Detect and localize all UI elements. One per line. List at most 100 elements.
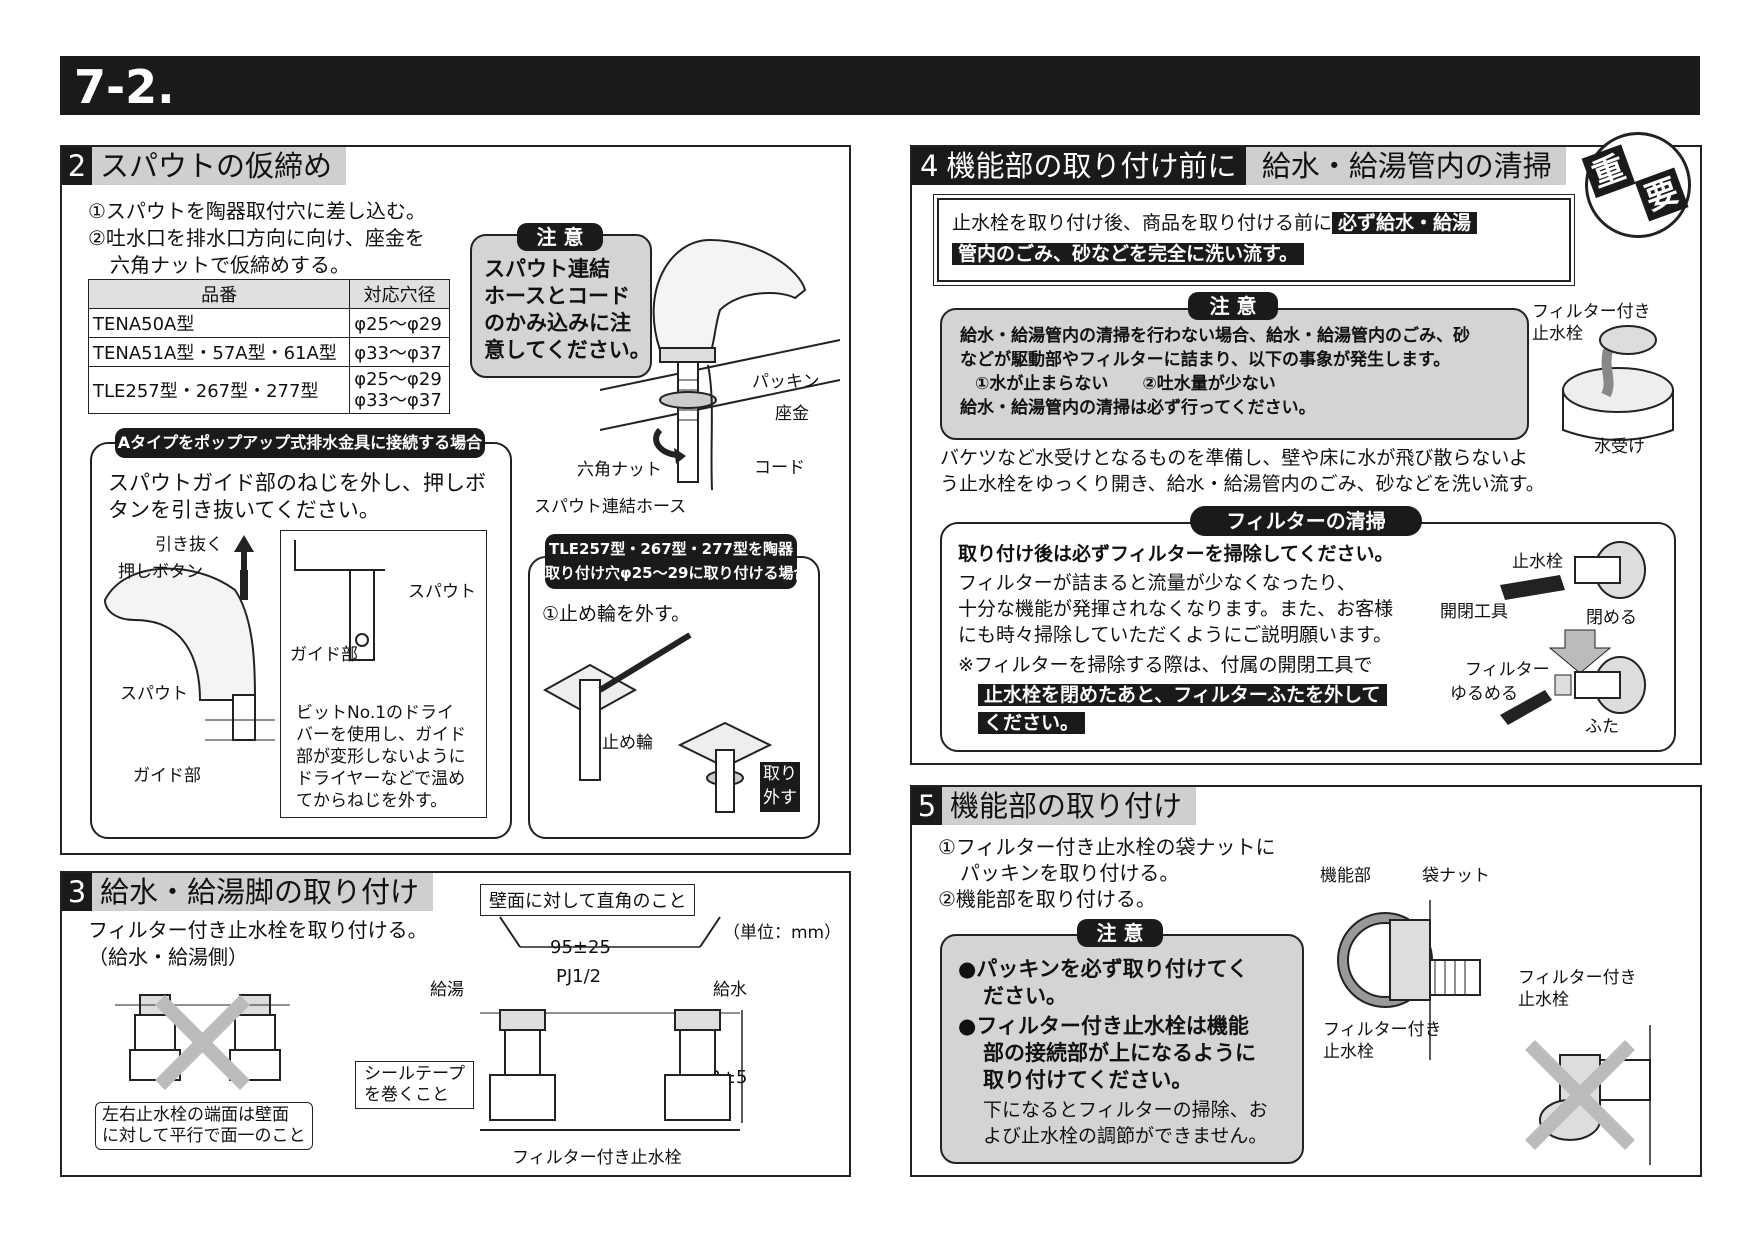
table-header: 対応穴径 [349,279,450,309]
seal-tape-note: シールテープ を巻くこと [355,1061,474,1109]
section-4-number: 4 [912,147,947,185]
tle-title-line: 取り付け穴φ25～29に取り付ける場合 [545,564,809,582]
label-fv-b2: 止水栓 [1518,990,1569,1010]
label-loosen: ゆるめる [1450,684,1518,704]
label-packing: パッキン [752,372,820,392]
important-highlight: 必ず給水・給湯 [1332,212,1478,234]
label-hot: 給湯 [430,980,464,1000]
filter-line: にも時々掃除していただくようにご説明願います。 [958,624,1393,646]
table-cell: TENA50A型 [87,308,351,338]
s2-caution-label: 注 意 [517,223,603,251]
filter-bold: 取り付け後は必ずフィルターを掃除してください。 [958,543,1394,565]
atype-note-line: 部が変形しないように [296,747,466,767]
s2-caution-line: 意してください。 [484,338,651,362]
s5-caution-line: 取り付けてください。 [983,1068,1193,1092]
table-cell: φ25～φ29 [349,308,450,338]
s5-caution-line: ●パッキンを必ず取り付けてく [958,957,1249,981]
table-cell: TENA51A型・57A型・61A型 [87,337,351,367]
atype-note-line: てからねじを外す。 [296,791,448,811]
s5-caution-line: ●フィルター付き止水栓は機能 [958,1014,1249,1038]
filter-highlight: 止水栓を閉めたあと、フィルターふたを外して [978,684,1387,706]
section-2-title-text: スパウトの仮締め [100,149,333,183]
table-cell: φ25～φ29 φ33～φ37 [349,366,450,414]
filter-highlight: ください。 [978,712,1086,734]
s4-caution-label: 注 意 [1188,292,1278,320]
filter-highlight-1: 止水栓を閉めたあと、フィルターふたを外して [978,682,1387,709]
label-filter-valve-1a: フィルター付き [1532,302,1651,322]
important-notice-a: 止水栓を取り付け後、商品を取り付ける前に必ず給水・給湯 [952,210,1478,237]
s5-caution-line: 部の接続部が上になるように [983,1041,1256,1065]
bucket-line: バケツなど水受けとなるものを準備し、壁や床に水が飛び散らないよ [940,447,1529,469]
table-header: 品番 [87,279,351,309]
label-bucket: 水受け [1594,437,1645,457]
important-text: 止水栓を取り付け後、商品を取り付ける前に [952,212,1333,234]
right-angle-note: 壁面に対して直角のこと [480,884,696,916]
tle-title-line: TLE257型・267型・277型を陶器 [549,540,793,558]
s5-caution-note: 下になるとフィルターの掃除、お [983,1099,1268,1121]
label-cap: ふた [1585,717,1619,737]
s3-line2: （給水・給湯側） [88,945,248,969]
s4-caution-line: ①水が止まらない ②吐水量が少ない [975,374,1276,394]
section-3-title-text: 給水・給湯脚の取り付け [100,875,420,909]
table-cell-line: φ25～φ29 [354,369,442,390]
label-tool: 開閉工具 [1440,602,1508,622]
s5-caution-line: ださい。 [983,984,1067,1008]
spout-install-illustration [599,238,841,491]
atype-line2: タンを引き抜いてください。 [108,498,380,522]
unit-label: （単位：mm） [723,923,842,943]
incorrect-installation-illustration [115,994,290,1090]
parallel-line: に対して平行で面一のこと [102,1126,306,1146]
incorrect-orientation-illustration [1525,1025,1651,1165]
s4-caution-box [940,308,1529,440]
s2-step2: ②吐水口を排水口方向に向け、座金を [88,226,425,250]
spec-table: 品番 対応穴径 TENA50A型 φ25～φ29 TENA51A型・57A型・6… [87,279,450,414]
s2-step2b: 六角ナットで仮締めする。 [110,253,350,277]
s4-caution-line: 給水・給湯管内の清掃は必ず行ってください。 [960,398,1316,418]
tle-title: TLE257型・267型・277型を陶器 取り付け穴φ25～29に取り付ける場合 [545,534,809,589]
function-unit-illustration [1337,900,1481,1060]
label-guide-2: ガイド部 [290,645,358,665]
important-notice-box [933,194,1575,286]
tle-step: ①止め輪を外す。 [542,603,691,625]
atype-note-line: ドライヤーなどで温め [296,769,466,789]
label-push-button: 押しボタン [118,562,203,582]
filter-cleaning-title: フィルターの清掃 [1190,506,1422,536]
filter-line: フィルターが詰まると流量が少なくなったり、 [958,572,1356,594]
table-header-row: 品番 対応穴径 [87,279,450,309]
filter-note: ※フィルターを掃除する際は、付属の開閉工具で [958,654,1373,676]
s2-caution-box [470,234,652,378]
guide-detail-frame [280,530,487,818]
parallel-line: 左右止水栓の端面は壁面 [102,1105,289,1125]
label-filter: フィルター [1465,660,1550,680]
s4-caution-line: などが駆動部やフィルターに詰まり、以下の事象が発生します。 [960,350,1451,370]
atype-spout-illustration [103,535,275,741]
atype-note-line: バーを使用し、ガイド [296,725,466,745]
filter-highlight-2: ください。 [978,710,1086,737]
label-guide-1: ガイド部 [133,766,201,786]
seal-tape-line: を巻くこと [364,1085,449,1105]
remove-badge-line: 外す [763,788,797,808]
label-fv-a1: フィルター付き [1323,1020,1442,1040]
important-badge-char: 要 [1634,167,1689,222]
s5-step1: ①フィルター付き止水栓の袋ナットに [938,835,1276,859]
s5-caution-label: 注 意 [1077,919,1163,947]
label-close: 閉める [1586,608,1637,628]
label-cold: 給水 [713,980,747,1000]
header-bar: 7-2. [60,56,1700,115]
faucet-legs-illustration [480,916,743,1131]
section-2-number: 2 [62,147,92,185]
ring-removal-illustration [542,632,773,813]
s2-caution-line: スパウト連結 [484,257,610,281]
label-filter-valve-1b: 止水栓 [1532,324,1583,344]
filter-cleaning-illustration [1500,541,1646,725]
s2-caution-line: ホースとコード [484,284,630,308]
s4-caution-line: 給水・給湯管内の清掃を行わない場合、給水・給湯管内のごみ、砂 [960,326,1470,346]
atype-line1: スパウトガイド部のねじを外し、押しボ [108,471,486,495]
table-cell-line: φ33～φ37 [354,390,442,411]
s3-line1: フィルター付き止水栓を取り付ける。 [88,918,428,942]
table-row: TLE257型・267型・277型 φ25～φ29 φ33～φ37 [87,366,450,414]
guide-detail-illustration [294,540,385,661]
